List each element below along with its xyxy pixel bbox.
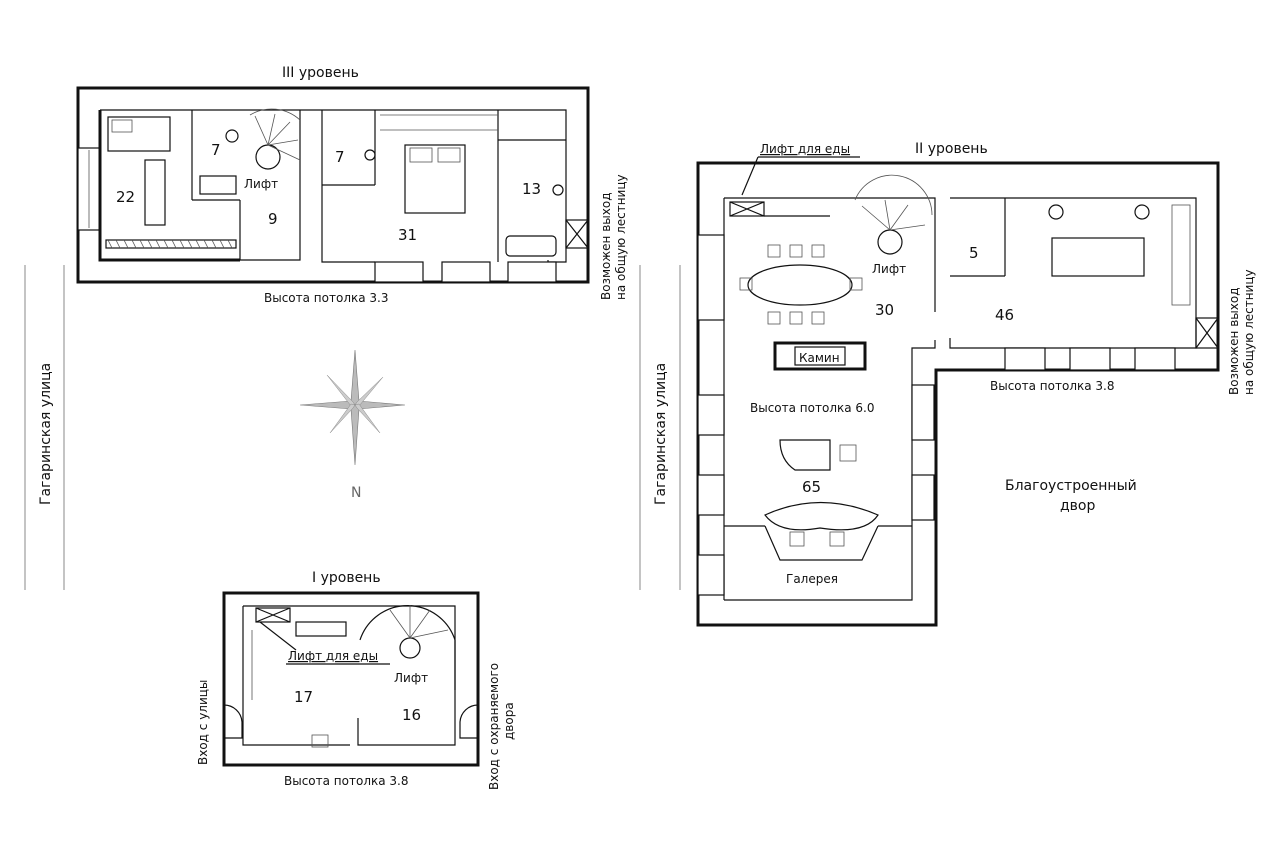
- compass-rose-icon: [299, 349, 406, 466]
- room-17: 17: [294, 688, 313, 706]
- level-2-plan: II уровень Лифт для еды: [696, 141, 1256, 627]
- room-31: 31: [398, 226, 417, 244]
- street-right: Гагаринская улица: [639, 265, 681, 590]
- fireplace-label: Камин: [799, 351, 840, 365]
- room-7a: 7: [211, 141, 221, 159]
- entrance-yard-line2: двора: [502, 702, 516, 740]
- level-1-title: I уровень: [312, 570, 381, 586]
- room-5: 5: [969, 244, 979, 262]
- street-left-label: Гагаринская улица: [38, 363, 54, 505]
- level-1-plan: I уровень Лифт для еды 17 16 Лифт Высота…: [196, 570, 516, 790]
- exit-l2-line1: Возможен выход: [1227, 288, 1241, 396]
- compass-north-label: N: [351, 485, 361, 501]
- room-7b: 7: [335, 148, 345, 166]
- gallery-label: Галерея: [786, 572, 838, 586]
- level-3-plan: III уровень: [76, 65, 628, 305]
- entrance-yard-line1: Вход с охраняемого: [487, 663, 501, 790]
- food-lift-l1: Лифт для еды: [288, 649, 378, 663]
- room-46: 46: [995, 306, 1014, 324]
- ceiling-l2-side: Высота потолка 3.8: [990, 379, 1115, 393]
- food-lift-l2: Лифт для еды: [760, 142, 850, 156]
- ceiling-l1: Высота потолка 3.8: [284, 774, 409, 788]
- level-2-title: II уровень: [915, 141, 988, 157]
- room-65: 65: [802, 478, 821, 496]
- room-16: 16: [402, 706, 421, 724]
- exit-l3-line2: на общую лестницу: [614, 174, 628, 300]
- lift-label-l1: Лифт: [394, 671, 428, 685]
- lift-label-l2: Лифт: [872, 262, 906, 276]
- room-30: 30: [875, 301, 894, 319]
- exit-l3-line1: Возможен выход: [599, 193, 613, 301]
- street-left: Гагаринская улица: [24, 265, 65, 590]
- level-3-title: III уровень: [282, 65, 359, 81]
- room-22: 22: [116, 188, 135, 206]
- room-9: 9: [268, 210, 278, 228]
- street-right-label: Гагаринская улица: [653, 363, 669, 505]
- entrance-street: Вход с улицы: [196, 680, 210, 765]
- courtyard-line1: Благоустроенный: [1005, 478, 1137, 494]
- ceiling-l2-main: Высота потолка 6.0: [750, 401, 875, 415]
- ceiling-l3: Высота потолка 3.3: [264, 291, 389, 305]
- courtyard-line2: двор: [1060, 498, 1095, 514]
- lift-label-l3: Лифт: [244, 177, 278, 191]
- room-13: 13: [522, 180, 541, 198]
- exit-l2-line2: на общую лестницу: [1242, 269, 1256, 395]
